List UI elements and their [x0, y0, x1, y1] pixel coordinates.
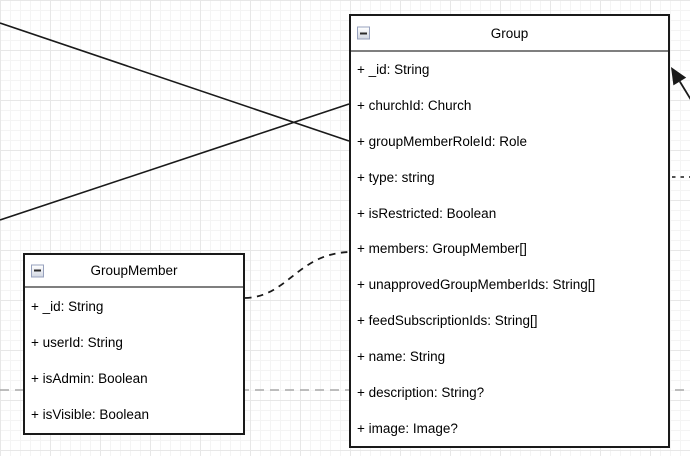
block-arrowhead-icon	[671, 67, 687, 86]
attribute-row[interactable]: + _id: String	[357, 62, 430, 78]
attribute-row[interactable]: + churchId: Church	[357, 98, 472, 114]
incoming-association-arrow[interactable]	[671, 67, 690, 108]
incoming-arrow-line	[679, 81, 690, 100]
groupmember-group-dashed-curve[interactable]	[244, 251, 350, 299]
minus-icon	[34, 269, 41, 272]
class-group-title: Group	[490, 25, 529, 41]
minus-icon	[360, 32, 367, 34]
attribute-row[interactable]: + _id: String	[31, 298, 104, 314]
class-group-header[interactable]: Group	[351, 16, 668, 52]
attribute-row[interactable]: + isRestricted: Boolean	[357, 205, 497, 221]
attribute-row[interactable]: + name: String	[357, 348, 446, 364]
class-groupmember-header[interactable]: GroupMember	[25, 255, 243, 288]
attribute-row[interactable]: + description: String?	[357, 384, 485, 400]
class-box-groupmember[interactable]: GroupMember + _id: String + userId: Stri…	[23, 253, 245, 435]
attribute-row[interactable]: + type: string	[357, 169, 435, 185]
attribute-row[interactable]: + feedSubscriptionIds: String[]	[357, 313, 538, 329]
attribute-row[interactable]: + isVisible: Boolean	[31, 407, 149, 423]
class-group-attributes: + _id: String + churchId: Church + group…	[351, 52, 668, 446]
attribute-row[interactable]: + unapprovedGroupMemberIds: String[]	[357, 277, 596, 293]
attribute-row[interactable]: + userId: String	[31, 334, 123, 350]
collapse-toggle[interactable]	[357, 26, 370, 40]
class-groupmember-title: GroupMember	[90, 263, 178, 278]
attribute-row[interactable]: + image: Image?	[357, 420, 458, 436]
class-groupmember-attributes: + _id: String + userId: String + isAdmin…	[25, 288, 243, 433]
attribute-row[interactable]: + members: GroupMember[]	[357, 241, 527, 257]
attribute-row[interactable]: + groupMemberRoleId: Role	[357, 134, 527, 150]
attribute-row[interactable]: + isAdmin: Boolean	[31, 371, 148, 387]
class-box-group[interactable]: Group + _id: String + churchId: Church +…	[349, 14, 670, 448]
collapse-toggle[interactable]	[31, 264, 44, 277]
association-to-role-line[interactable]	[0, 22, 350, 142]
association-to-church-line[interactable]	[0, 103, 350, 221]
